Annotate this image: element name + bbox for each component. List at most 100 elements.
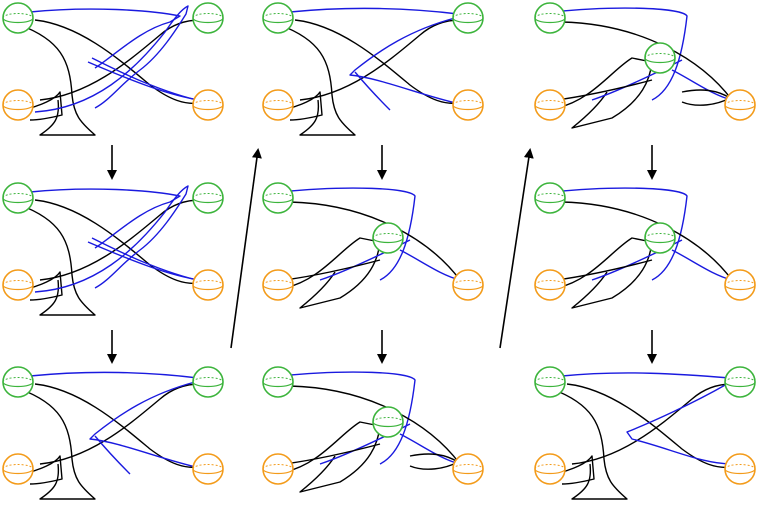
blue-band: [279, 371, 416, 465]
panel-c1-r2: [2, 182, 224, 316]
black-band: [556, 237, 653, 309]
panel-c2-r2: [262, 182, 484, 309]
panel-c3-r1: [534, 2, 756, 129]
black-band: [19, 388, 96, 500]
black-band: [34, 383, 201, 469]
black-band: [299, 19, 461, 101]
orange-sphere-bottom-right: [452, 269, 484, 301]
blue-band: [87, 241, 201, 281]
black-band: [556, 79, 653, 101]
blue-band: [561, 372, 731, 379]
blue-band: [591, 59, 683, 101]
orange-sphere-bottom-left: [534, 269, 566, 301]
green-sphere-inner: [644, 42, 676, 74]
green-sphere-top-right: [192, 2, 224, 34]
blue-band: [551, 7, 688, 101]
orange-sphere-bottom-right: [452, 453, 484, 485]
blue-band: [551, 187, 688, 281]
arrow-c1-to-c2: [230, 148, 262, 349]
blue-band: [34, 185, 189, 293]
blue-band: [29, 8, 181, 69]
blue-band: [626, 383, 733, 465]
black-band: [34, 19, 201, 105]
orange-sphere-bottom-right: [724, 89, 756, 121]
orange-sphere-bottom-right: [724, 453, 756, 485]
blue-band: [91, 57, 206, 103]
black-flap: [24, 271, 63, 301]
black-band: [39, 383, 201, 465]
black-band: [556, 57, 653, 129]
blue-band: [91, 237, 206, 283]
black-band: [39, 199, 201, 281]
blue-band: [349, 17, 461, 105]
black-band: [19, 24, 96, 136]
orange-sphere-bottom-left: [262, 269, 294, 301]
black-band: [284, 443, 381, 465]
panel-c3-r3: [534, 366, 756, 500]
orange-sphere-bottom-left: [2, 89, 34, 121]
green-sphere-top-right: [192, 182, 224, 214]
black-band: [556, 259, 653, 281]
orange-sphere-bottom-right: [192, 453, 224, 485]
orange-sphere-bottom-left: [2, 269, 34, 301]
green-sphere-top-left: [262, 366, 294, 398]
panel-c1-r3: [2, 366, 224, 500]
black-flap: [284, 91, 323, 121]
panel-c2-r3: [262, 366, 484, 493]
green-sphere-top-right: [452, 2, 484, 34]
green-sphere-inner: [372, 222, 404, 254]
orange-sphere-bottom-right: [452, 89, 484, 121]
blue-band: [29, 371, 199, 379]
panel-c1-r1: [2, 2, 224, 136]
panel-c2-r1: [262, 2, 484, 136]
arrow-c2-to-c3: [499, 148, 534, 349]
blue-band: [399, 249, 461, 281]
black-flap: [24, 455, 63, 485]
orange-sphere-bottom-left: [2, 453, 34, 485]
orange-sphere-bottom-left: [534, 89, 566, 121]
orange-sphere-bottom-right: [724, 269, 756, 301]
panel-c3-r2: [534, 182, 756, 309]
blue-band: [34, 5, 189, 113]
black-band: [294, 19, 461, 105]
green-sphere-top-left: [534, 2, 566, 34]
blue-band: [399, 433, 461, 465]
black-band: [566, 383, 733, 469]
black-band: [551, 388, 628, 500]
green-sphere-top-left: [534, 182, 566, 214]
blue-band: [94, 435, 131, 475]
black-band: [284, 259, 381, 281]
blue-band: [89, 381, 201, 469]
blue-band: [29, 188, 181, 249]
orange-sphere-bottom-left: [534, 453, 566, 485]
green-sphere-inner: [644, 222, 676, 254]
black-band: [34, 199, 201, 285]
black-band: [19, 204, 96, 316]
black-band: [571, 383, 733, 465]
orange-sphere-bottom-left: [262, 89, 294, 121]
blue-band: [319, 239, 411, 281]
blue-band: [319, 423, 411, 465]
green-sphere-top-left: [262, 182, 294, 214]
blue-band: [671, 249, 733, 281]
green-sphere-top-right: [192, 366, 224, 398]
blue-band: [289, 7, 459, 15]
orange-sphere-bottom-right: [192, 269, 224, 301]
blue-band: [671, 69, 733, 101]
black-band: [279, 24, 356, 136]
green-sphere-top-left: [534, 366, 566, 398]
black-band: [284, 237, 381, 309]
green-sphere-inner: [372, 406, 404, 438]
black-flap: [556, 455, 595, 485]
green-sphere-top-left: [2, 182, 34, 214]
orange-sphere-bottom-right: [192, 89, 224, 121]
green-sphere-top-left: [2, 366, 34, 398]
blue-band: [87, 61, 201, 101]
black-flap: [24, 91, 63, 121]
blue-band: [354, 71, 391, 111]
black-band: [284, 421, 381, 493]
blue-band: [279, 187, 416, 281]
green-sphere-top-left: [262, 2, 294, 34]
